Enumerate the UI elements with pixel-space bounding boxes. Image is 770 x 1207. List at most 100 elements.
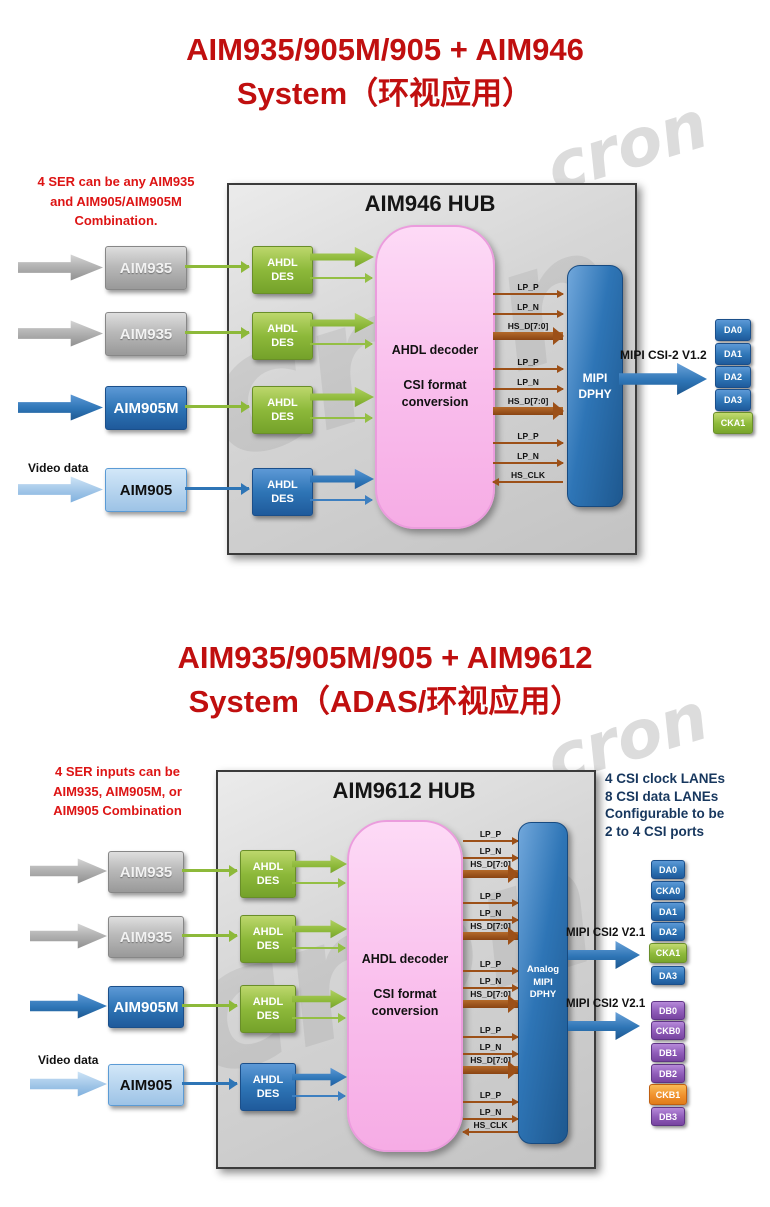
ahdl-des-block: AHDL DES [252,246,313,294]
ser-block-aim935: AIM935 [105,246,187,290]
connector-arrow [185,265,249,268]
signal-arrow [463,901,518,904]
signal-arrow [463,969,518,972]
bottom-title: AIM935/905M/905 + AIM9612 System（ADAS/环视… [0,636,770,724]
signal-label: HS_CLK [510,470,545,480]
bottom-title-line1: AIM935/905M/905 + AIM9612 [177,640,593,675]
des-to-decoder-thin-arrow [310,499,372,501]
ser-block-aim935: AIM935 [108,851,184,893]
lane-da0: DA0 [715,319,751,341]
signal-hs-d: HS_D[7:0] [493,397,563,415]
signal-arrow [463,1035,518,1038]
top-note: 4 SER can be any AIM935 and AIM905/AIM90… [0,172,232,231]
signal-label: HS_D[7:0] [470,1055,511,1065]
info-line2: 8 CSI data LANEs [605,788,719,804]
ahdl-des-block: AHDL DES [240,985,296,1033]
signal-lp-p: LP_P [493,432,563,444]
signal-lp-n: LP_N [463,1043,518,1055]
input-arrow [18,394,103,421]
signal-label: LP_N [517,451,539,461]
decoder-label: AHDL decoder [361,952,449,967]
lane-da3: DA3 [651,966,685,985]
signal-arrow [493,292,563,295]
signal-hs-clk: HS_CLK [463,1121,518,1133]
signal-arrow [463,918,518,921]
top-note-line1: 4 SER can be any AIM935 [37,174,195,189]
lane-da3: DA3 [715,389,751,411]
mipi-dphy-block: MIPI DPHY [567,265,623,507]
signal-hs-d: HS_D[7:0] [463,922,518,940]
signal-arrow [463,856,518,859]
signal-lp-p: LP_P [463,960,518,972]
bottom-note: 4 SER inputs can be AIM935, AIM905M, or … [15,762,220,821]
bottom-note-line2: AIM935, AIM905M, or [53,783,182,799]
ahdl-des-block: AHDL DES [240,1063,296,1111]
des-to-decoder-thin-arrow [310,417,372,419]
des-to-decoder-thin-arrow [292,882,345,884]
mipi-csi2-output-b-label: MIPI CSI2 V2.1 [566,998,646,1010]
top-title-line2: System（环视应用） [236,76,534,112]
bottom-title-line2: System（ADAS/环视应用） [188,684,582,720]
input-arrow [18,320,103,347]
input-arrow [30,858,107,884]
des-to-decoder-thin-arrow [310,277,372,279]
info-line3: Configurable to be [605,806,725,822]
lane-db2: DB2 [651,1064,685,1083]
decoder-label: conversion [371,1004,439,1018]
signal-lp-p: LP_P [493,283,563,295]
aim9612-hub-title: AIM9612 HUB [332,778,476,803]
signal-arrow [493,331,563,340]
signal-lp-n: LP_N [493,452,563,464]
csi-lanes-info: 4 CSI clock LANEs 8 CSI data LANEs Confi… [605,770,770,840]
aim946-hub-title: AIM946 HUB [364,191,496,216]
signal-label: LP_N [479,846,502,856]
ahdl-des-block: AHDL DES [252,468,313,516]
signal-lp-n: LP_N [463,847,518,859]
top-note-line2: and AIM905/AIM905M [50,193,182,209]
signal-lp-p: LP_P [463,1091,518,1103]
top-note-line3: Combination. [74,213,158,228]
signal-lp-n: LP_N [463,909,518,921]
input-arrow [18,476,103,503]
ser-block-aim905: AIM905 [108,1064,184,1106]
ahdl-decoder-block: AHDL decoder CSI format conversion [375,225,495,529]
ahdl-des-block: AHDL DES [240,915,296,963]
des-to-decoder-thin-arrow [292,1017,345,1019]
ahdl-des-block: AHDL DES [252,386,313,434]
des-to-decoder-thin-arrow [292,947,345,949]
signal-lp-p: LP_P [463,830,518,842]
input-arrow [30,923,107,949]
signal-arrow [463,1065,518,1074]
signal-label: LP_P [479,891,502,901]
top-title: AIM935/905M/905 + AIM946 System（环视应用） [0,28,770,116]
signal-lp-n: LP_N [463,977,518,989]
mipi-csi2-output-a-label: MIPI CSI2 V2.1 [566,927,646,939]
decoder-label: AHDL decoder [391,343,479,358]
signal-label: HS_D[7:0] [470,921,511,931]
lane-da1: DA1 [651,902,685,921]
bottom-note-line3: AIM905 Combination [53,803,182,818]
signal-arrow [493,387,563,390]
signal-label: LP_N [479,1107,502,1117]
signal-hs-d: HS_D[7:0] [493,322,563,340]
input-arrow [30,993,107,1019]
connector-arrow [182,1004,237,1007]
connector-arrow [182,1082,237,1085]
input-arrow [18,254,103,281]
signal-label: LP_P [479,959,502,969]
des-to-decoder-thin-arrow [292,1095,345,1097]
signal-label: LP_P [517,431,539,441]
ser-block-aim935: AIM935 [105,312,187,356]
decoder-label: conversion [401,395,469,409]
lane-ckb1: CKB1 [649,1084,687,1105]
signal-label: HS_D[7:0] [507,396,549,406]
lane-ckb0: CKB0 [651,1021,685,1040]
signal-arrow [463,1117,518,1120]
signal-lp-n: LP_N [493,378,563,390]
mipi-csi2-output-label: MIPI CSI-2 V1.2 [620,348,707,362]
signal-hs-clk: HS_CLK [493,471,563,483]
connector-arrow [185,331,249,334]
input-arrow [30,1071,107,1097]
ahdl-des-block: AHDL DES [240,850,296,898]
signal-label: LP_P [479,1090,502,1100]
